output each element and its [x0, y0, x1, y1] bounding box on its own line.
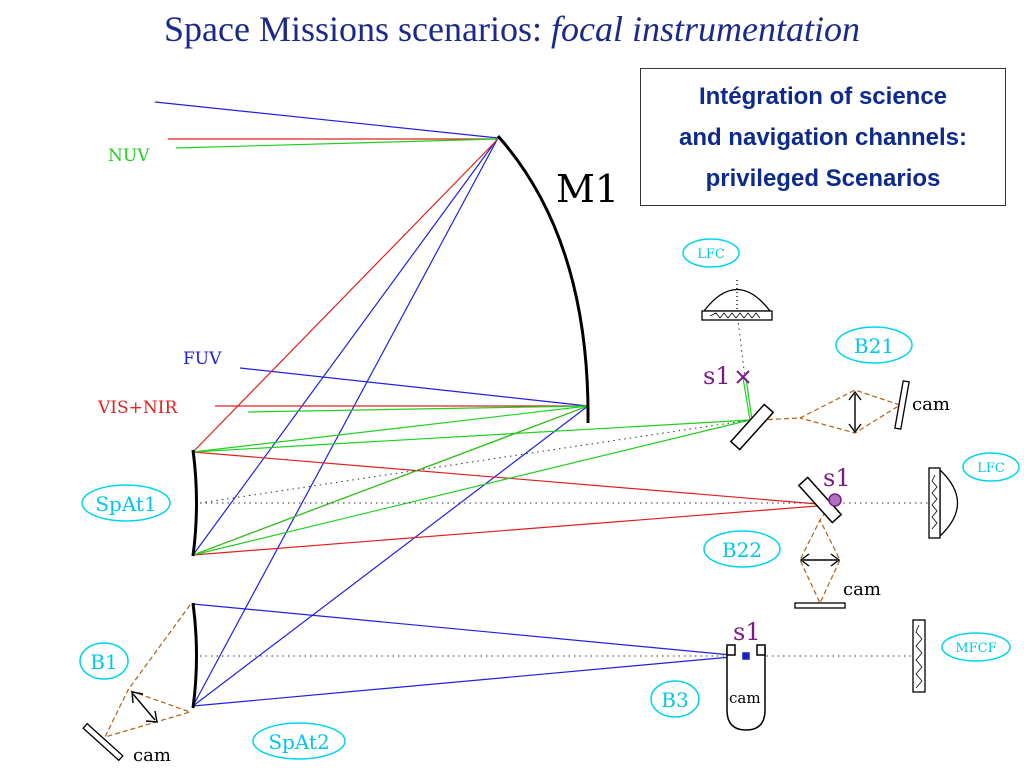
cam-b1-label: cam [133, 745, 171, 766]
b1-oval: B1 [79, 642, 129, 680]
note-line-2: and navigation channels: [678, 123, 968, 151]
dotted-axes [199, 311, 930, 657]
green-ray-b21-s1-b [745, 377, 753, 421]
b1-cam-path [103, 604, 192, 738]
green-ray-incoming-low [247, 405, 589, 413]
blue-rays [154, 101, 743, 707]
blue-ray-fuv [239, 367, 589, 407]
b1-cam-plate [82, 722, 124, 762]
cam-b21-label: cam [912, 394, 950, 415]
note-box: Intégration of science and navigation ch… [640, 68, 1006, 206]
cam-b3-label: cam [729, 689, 761, 707]
lfc-right-lens [928, 467, 959, 539]
m1-mirror [496, 135, 590, 424]
b3-oval: B3 [650, 680, 700, 718]
cam-b22-label: cam [843, 579, 881, 600]
b22-splitter [797, 476, 843, 524]
lfc-top-label: LFC [697, 247, 725, 262]
b21-cam-path [759, 389, 902, 434]
brown-camera-paths [103, 389, 902, 738]
green-ray-m1low-spat1-bottom [192, 405, 589, 556]
green-ray-spat1-b21-bottom [192, 419, 751, 556]
spat2-label: SpAt2 [268, 730, 329, 754]
green-rays [175, 138, 753, 556]
double-arrows [131, 390, 862, 723]
spat2-oval: SpAt2 [252, 722, 346, 760]
mfcf-element [912, 619, 926, 693]
green-ray-b21-s1-a [742, 377, 751, 421]
b1-arrow [132, 693, 156, 721]
vis-nir-label: VIS+NIR [97, 398, 178, 418]
fuv-label: FUV [183, 349, 222, 369]
note-line-3: privileged Scenarios [705, 164, 941, 192]
lfc-right-oval: LFC [962, 452, 1020, 482]
blue-ray-m1low-spat2 [192, 405, 589, 707]
b22-cam-plate [794, 602, 846, 609]
blue-ray-spat2-b3-bottom [192, 655, 743, 707]
b21-oval: B21 [835, 326, 913, 364]
s1-b3-label: s1 [733, 618, 761, 646]
green-ray-m1low-spat1-top [192, 405, 589, 453]
blue-ray-m1-spat2 [192, 137, 499, 707]
spat1-oval: SpAt1 [81, 484, 171, 522]
lfc-top-lens [701, 280, 773, 321]
red-ray-spat1-b22-bottom [192, 504, 831, 556]
spat1-label: SpAt1 [95, 492, 156, 516]
b21-splitter [729, 403, 775, 451]
s1-b22-label: s1 [823, 464, 851, 492]
nuv-label: NUV [108, 146, 150, 166]
m1-label: M1 [556, 167, 619, 211]
spat1-mirror [191, 449, 198, 557]
blue-ray-m1-spat1 [192, 137, 499, 556]
note-line-1: Intégration of science [698, 82, 948, 110]
red-ray-spat1-b22-top [192, 451, 831, 506]
s1-marker-b22 [828, 493, 842, 507]
green-ray-nuv [175, 138, 499, 149]
b22-label: B22 [722, 538, 762, 562]
b21-label: B21 [854, 334, 894, 358]
b3-camera [726, 644, 766, 731]
mfcf-oval: MFCF [941, 632, 1011, 662]
b22-oval: B22 [703, 530, 781, 568]
title-italic: focal instrumentation [550, 9, 860, 49]
b3-label: B3 [661, 688, 688, 712]
lfc-top-oval: LFC [682, 238, 740, 268]
page-title: Space Missions scenarios: focal instrume… [0, 8, 1024, 50]
blue-ray-incoming-top [154, 101, 499, 139]
lfc-right-label: LFC [977, 461, 1005, 476]
green-ray-spat1-b21-top [192, 419, 751, 453]
blue-ray-spat2-b3-top [192, 603, 743, 657]
b1-label: B1 [90, 650, 117, 674]
mfcf-label: MFCF [955, 641, 996, 656]
s1-b21-label: s1 [703, 362, 731, 390]
spat2-mirror [191, 602, 198, 709]
red-ray-m1-spat1-top [192, 138, 499, 453]
axis-lfc-top [736, 311, 746, 379]
title-main: Space Missions scenarios: [164, 9, 551, 49]
b21-cam-plate [894, 380, 910, 430]
s1-marker-b21 [736, 370, 750, 384]
